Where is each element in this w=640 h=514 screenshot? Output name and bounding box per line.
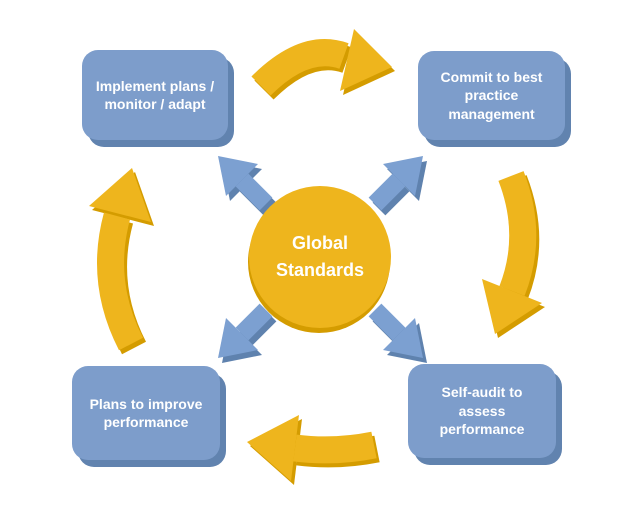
- node-self-audit-label: Self-audit to assess performance: [439, 384, 525, 438]
- node-commit-best-practice: Commit to best practice management: [418, 51, 565, 140]
- radial-arrow-bottom-right-icon: [375, 310, 427, 363]
- cycle-arrow-bottom-icon: [247, 415, 377, 485]
- cycle-arrow-top-icon: [261, 29, 395, 95]
- node-plans-improve-label: Plans to improve performance: [89, 395, 203, 430]
- center-global-standards: Global Standards: [249, 186, 391, 328]
- node-plans-improve: Plans to improve performance: [72, 366, 220, 460]
- center-global-standards-label: Global Standards: [275, 233, 365, 280]
- cycle-arrow-right-icon: [482, 176, 545, 338]
- node-commit-best-practice-label: Commit to best practice management: [440, 68, 543, 122]
- node-implement-plans-label: Implement plans / monitor / adapt: [95, 77, 215, 112]
- node-self-audit: Self-audit to assess performance: [408, 364, 556, 458]
- radial-arrow-top-left-icon: [218, 156, 270, 209]
- radial-arrow-bottom-left-icon: [218, 310, 270, 363]
- radial-arrow-top-right-icon: [375, 156, 427, 209]
- cycle-arrow-left-icon: [89, 168, 154, 348]
- node-implement-plans: Implement plans / monitor / adapt: [82, 50, 228, 140]
